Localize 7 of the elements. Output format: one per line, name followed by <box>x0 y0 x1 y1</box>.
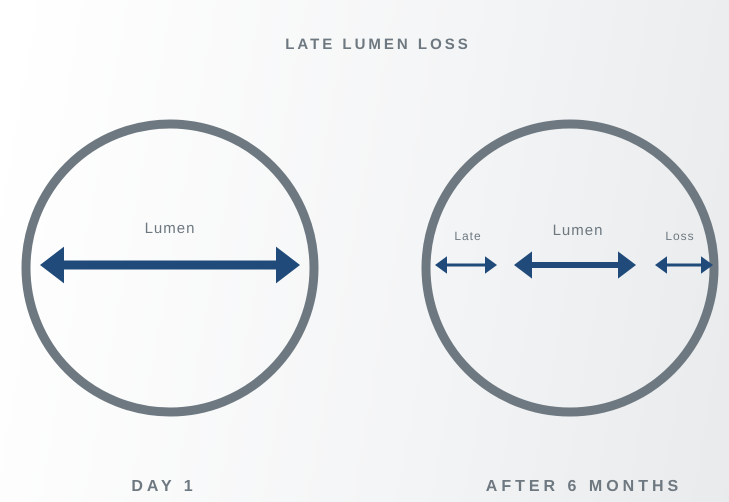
diagram-title: LATE LUMEN LOSS <box>285 36 471 53</box>
lumen-label: Late <box>454 229 482 243</box>
lumen-label: Lumen <box>552 222 604 239</box>
lumen-label: Lumen <box>144 220 196 237</box>
lumen-label: Loss <box>665 229 695 243</box>
circle-caption: DAY 1 <box>131 478 197 496</box>
circle-caption: AFTER 6 MONTHS <box>486 478 682 496</box>
